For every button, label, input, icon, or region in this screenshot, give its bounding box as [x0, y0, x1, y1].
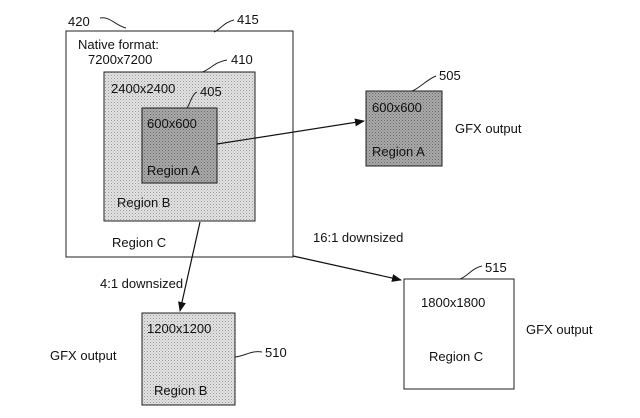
- downsize-4-to-1-label: 4:1 downsized: [100, 276, 183, 291]
- region-c-label: Region C: [112, 235, 166, 250]
- native-size-label: 7200x7200: [88, 52, 152, 67]
- leader-515: [459, 265, 483, 280]
- output-a-gfx-label: GFX output: [455, 121, 522, 136]
- output-b-size-label: 1200x1200: [147, 321, 211, 336]
- output-b-gfx-label: GFX output: [50, 348, 117, 363]
- leader-510: [234, 351, 263, 358]
- ref-label-415: 415: [237, 12, 259, 27]
- downsize-16-to-1-label: 16:1 downsized: [313, 230, 403, 245]
- arrow-to-output-a: [216, 118, 365, 145]
- output-a-size-label: 600x600: [372, 100, 422, 115]
- leader-410: [201, 59, 228, 73]
- leader-420: [99, 17, 127, 29]
- output-a-box: [365, 90, 443, 167]
- native-format-label: Native format:: [78, 37, 159, 52]
- region-b-label: Region B: [117, 195, 170, 210]
- output-c-gfx-label: GFX output: [526, 322, 593, 337]
- region-a-label: Region A: [147, 163, 200, 178]
- leader-405: [186, 91, 198, 109]
- arrow-to-output-c: [292, 255, 402, 282]
- ref-label-510: 510: [265, 345, 287, 360]
- output-a-region-label: Region A: [372, 144, 425, 159]
- output-c-box: [403, 278, 515, 390]
- region-a-box: [141, 107, 218, 184]
- ref-label-420: 420: [68, 14, 90, 29]
- size-a-label: 600x600: [147, 116, 197, 131]
- output-b-box: [141, 312, 236, 406]
- ref-label-515: 515: [485, 260, 507, 275]
- size-b-label: 2400x2400: [111, 81, 175, 96]
- ref-label-505: 505: [439, 68, 461, 83]
- ref-label-410: 410: [231, 52, 253, 67]
- output-c-region-label: Region C: [429, 349, 483, 364]
- leader-415: [213, 19, 235, 33]
- ref-label-405: 405: [200, 84, 222, 99]
- arrow-to-output-b: [178, 221, 201, 312]
- output-b-region-label: Region B: [154, 383, 207, 398]
- output-c-size-label: 1800x1800: [421, 295, 485, 310]
- leader-505: [411, 75, 437, 92]
